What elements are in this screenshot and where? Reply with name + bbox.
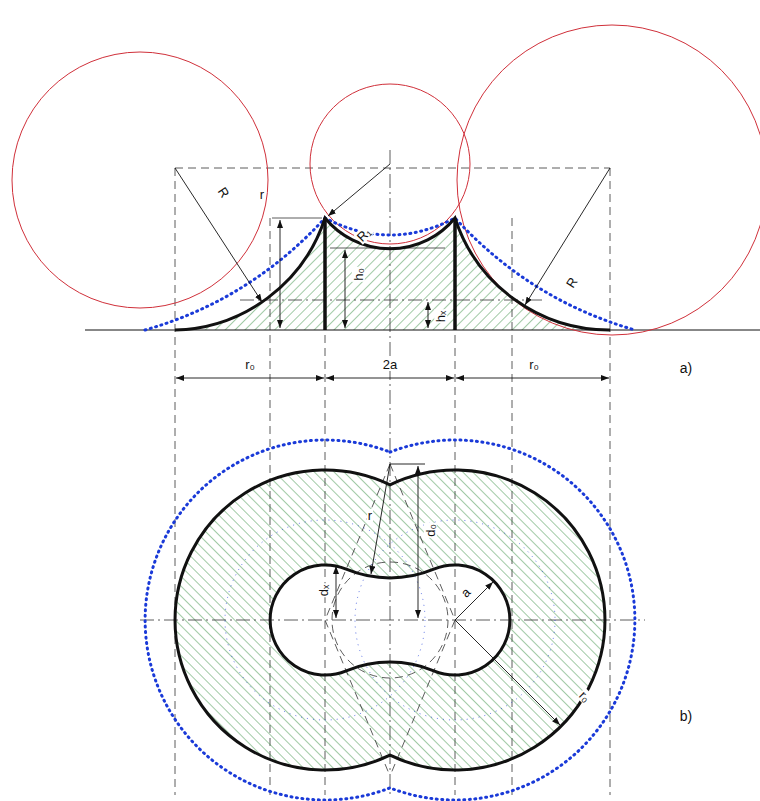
- dimension-label: r: [259, 188, 265, 201]
- dimension-label: R₁: [354, 224, 374, 244]
- outer-profile-dotted: [145, 440, 635, 800]
- dimension-lines: [336, 464, 560, 725]
- dimension-lines: [175, 164, 610, 378]
- dimension-label: a: [458, 584, 474, 600]
- dimension-label: h₀: [351, 267, 364, 282]
- construction-lines: [85, 150, 760, 795]
- inner-outline: [270, 565, 510, 675]
- dimension-label: r₀: [244, 358, 256, 371]
- dimension-label: b): [679, 709, 693, 723]
- dimension-label: d₀: [423, 523, 436, 538]
- wall-line: [323, 218, 327, 330]
- outer-outline: [175, 470, 605, 770]
- dimension-label: r₀: [528, 358, 540, 371]
- dimension-label: 2a: [382, 358, 398, 371]
- dimension-label: hₓ: [435, 309, 448, 323]
- dimension-label: R: [563, 274, 580, 291]
- dimension-label: r₀: [576, 687, 593, 704]
- construction-lines: [140, 464, 645, 776]
- dimension-label: r: [367, 509, 373, 522]
- wall-line: [453, 218, 457, 330]
- dimension-label: dₓ: [318, 583, 331, 597]
- dimension-label: R: [215, 184, 232, 201]
- dimension-label: a): [679, 361, 693, 375]
- radius-circles: [12, 25, 760, 335]
